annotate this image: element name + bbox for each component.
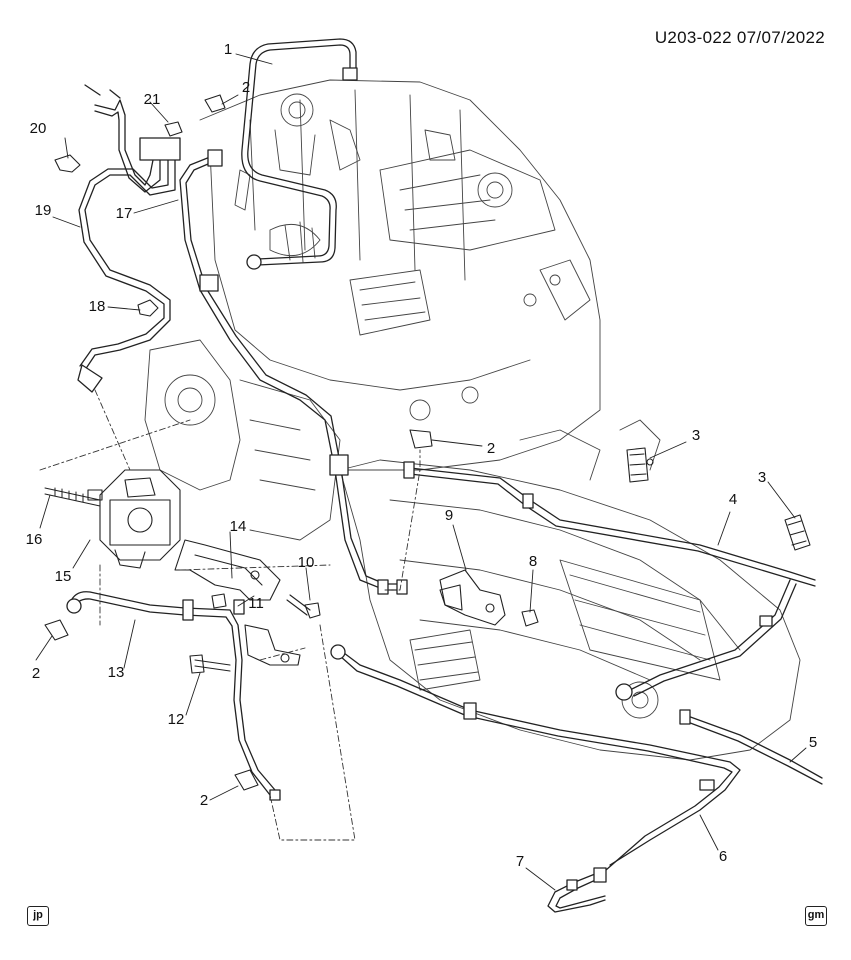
clip-18 <box>137 299 159 317</box>
callout-2-top: 2 <box>241 79 251 96</box>
tube-6 <box>330 644 741 871</box>
callout-9: 9 <box>444 507 454 524</box>
callout-3b: 3 <box>757 469 767 486</box>
callout-7: 7 <box>515 853 525 870</box>
clip-2-mid <box>409 429 433 449</box>
callout-13: 13 <box>107 664 125 681</box>
transmission-outline <box>339 419 801 761</box>
nut-11 <box>211 593 227 609</box>
callout-21: 21 <box>143 91 161 108</box>
bolt-10 <box>286 594 321 619</box>
bracket-11 <box>244 624 301 666</box>
tube-5 <box>679 709 823 785</box>
callout-2-mid: 2 <box>486 440 496 457</box>
callout-10: 10 <box>297 554 315 571</box>
stud-16 <box>44 487 101 507</box>
callout-2-bottom: 2 <box>199 792 209 809</box>
callout-8: 8 <box>528 553 538 570</box>
callout-6: 6 <box>718 848 728 865</box>
bracket-9 <box>439 569 506 626</box>
tube-13 <box>66 591 281 801</box>
callout-16: 16 <box>25 531 43 548</box>
tube-7 <box>547 867 607 913</box>
callout-18: 18 <box>88 298 106 315</box>
callout-11: 11 <box>248 595 264 612</box>
callout-2-left: 2 <box>31 665 41 682</box>
tube-4 <box>403 461 816 701</box>
jp-badge: jp <box>27 906 49 926</box>
tube-19 <box>77 84 181 393</box>
engine-block-outline <box>144 79 601 541</box>
alignment-lines <box>39 389 421 841</box>
callout-12: 12 <box>167 711 185 728</box>
callout-15: 15 <box>54 568 72 585</box>
nut-21 <box>164 121 183 137</box>
tube-1 <box>241 38 358 270</box>
gm-logo-badge: gm <box>805 906 827 926</box>
sensor-3a <box>626 447 654 483</box>
callout-3a: 3 <box>691 427 701 444</box>
callout-4: 4 <box>728 491 738 508</box>
callout-19: 19 <box>34 202 52 219</box>
callout-5: 5 <box>808 734 818 751</box>
callout-17: 17 <box>115 205 133 222</box>
callout-1: 1 <box>223 41 233 58</box>
tube-17 <box>179 149 408 595</box>
clip-2-top <box>204 94 226 113</box>
clip-2-left <box>44 619 69 641</box>
clip-2-bottom <box>234 769 259 791</box>
callout-14: 14 <box>229 518 247 535</box>
diagram-reference-code: U203-022 07/07/2022 <box>654 28 825 47</box>
leader-lines <box>35 53 807 891</box>
sensor-3b <box>784 514 811 551</box>
bolt-12 <box>189 654 231 674</box>
fuel-pump-15 <box>87 469 181 569</box>
callout-20: 20 <box>29 120 47 137</box>
